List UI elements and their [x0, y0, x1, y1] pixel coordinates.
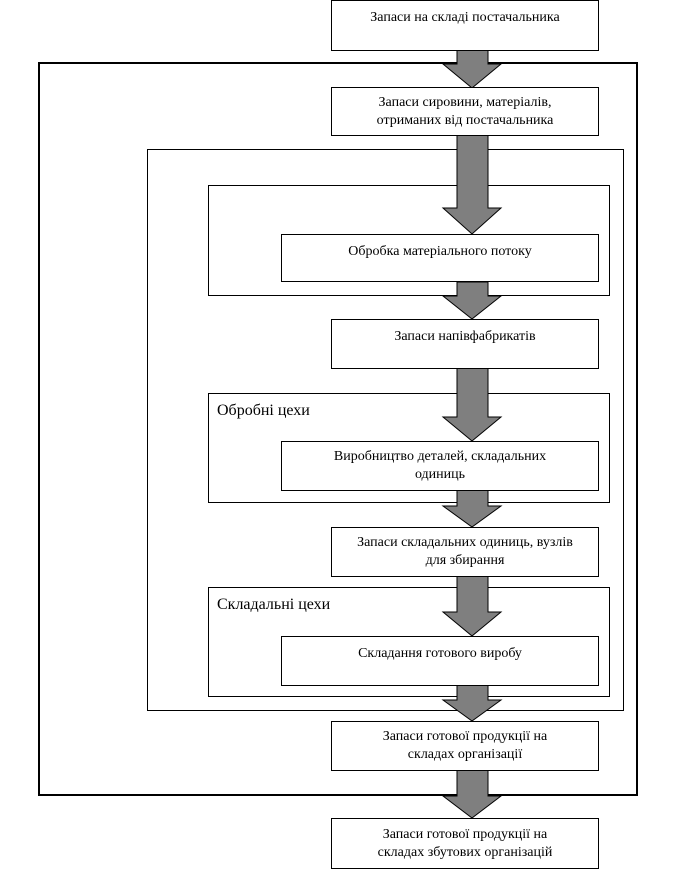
assembly-stock-box: Запаси складальних одиниць, вузлів для з… [331, 527, 599, 577]
supplier-warehouse-box: Запаси на складі постачальника [331, 0, 599, 51]
raw-materials-text: Запаси сировини, матеріалів, отриманих в… [376, 94, 554, 128]
material-flow-processing-text: Обробка матеріального потоку [348, 244, 532, 259]
arrow-3-icon [441, 281, 503, 320]
arrow-7-icon [441, 684, 503, 722]
material-flow-processing-box: Обробка матеріального потоку [281, 234, 599, 282]
finished-goods-sales-text: Запаси готової продукції на складах збут… [377, 826, 553, 860]
finished-goods-org-text: Запаси готової продукції на складах орга… [382, 729, 548, 762]
semi-finished-text: Запаси напівфабрикатів [394, 329, 536, 344]
processing-shops-label: Обробні цехи [217, 402, 310, 419]
arrow-1-icon [441, 49, 503, 89]
parts-production-box: Виробництво деталей, складальних одиниць [281, 441, 599, 491]
semi-finished-box: Запаси напівфабрикатів [331, 319, 599, 369]
material-flow-frame [208, 185, 610, 296]
raw-materials-box: Запаси сировини, матеріалів, отриманих в… [331, 87, 599, 136]
arrow-2-icon [441, 134, 503, 235]
product-assembly-box: Складання готового виробу [281, 636, 599, 686]
arrow-5-icon [441, 489, 503, 528]
assembly-shops-frame [208, 587, 610, 697]
product-assembly-text: Складання готового виробу [358, 646, 522, 661]
production-frame [147, 149, 624, 711]
arrow-4-icon [441, 367, 503, 442]
assembly-shops-label: Складальні цехи [217, 596, 331, 613]
processing-shops-frame [208, 393, 610, 503]
organization-frame [38, 62, 638, 796]
assembly-stock-text: Запаси складальних одиниць, вузлів для з… [357, 535, 573, 568]
finished-goods-org-box: Запаси готової продукції на складах орга… [331, 721, 599, 771]
arrow-8-icon [441, 769, 503, 819]
parts-production-text: Виробництво деталей, складальних одиниць [333, 449, 547, 482]
finished-goods-sales-box: Запаси готової продукції на складах збут… [331, 818, 599, 869]
supplier-warehouse-text: Запаси на складі постачальника [370, 10, 560, 25]
arrow-6-icon [441, 575, 503, 637]
